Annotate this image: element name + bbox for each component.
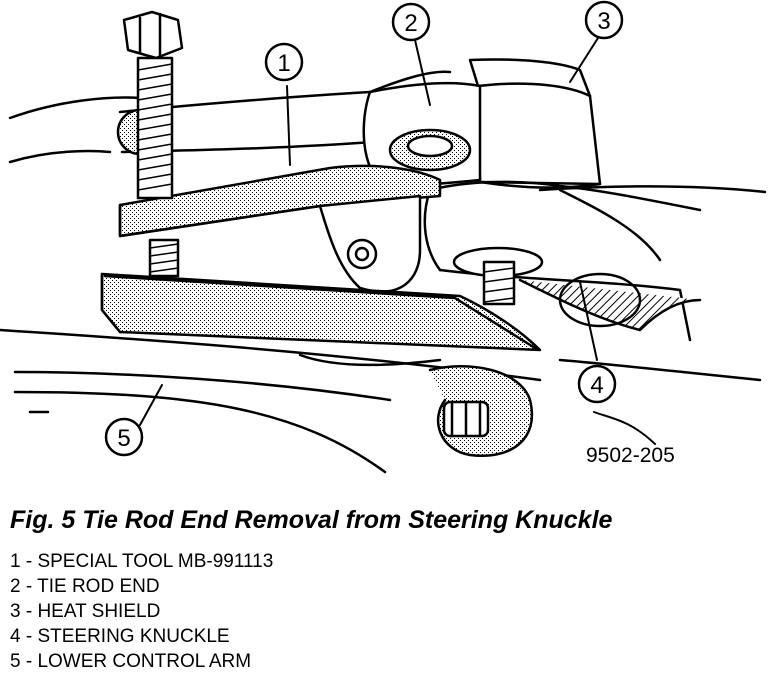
lower-control-arm bbox=[298, 353, 534, 457]
parts-legend: 1 - SPECIAL TOOL MB-991113 2 - TIE ROD E… bbox=[10, 549, 273, 674]
callout-2: 2 bbox=[391, 2, 431, 42]
special-tool bbox=[100, 164, 542, 352]
callout-2-label: 2 bbox=[404, 10, 417, 37]
tie-rod-stud bbox=[452, 246, 544, 306]
callout-leaders bbox=[139, 37, 656, 445]
callout-5-label: 5 bbox=[117, 425, 130, 452]
tie-rod-end bbox=[362, 81, 482, 188]
heat-shield bbox=[468, 58, 602, 189]
vehicle-frame-lines bbox=[0, 96, 767, 474]
callout-5: 5 bbox=[104, 417, 144, 457]
legend-item: 4 - STEERING KNUCKLE bbox=[10, 626, 230, 647]
callout-3-label: 3 bbox=[597, 8, 610, 35]
legend-item: 5 - LOWER CONTROL ARM bbox=[10, 651, 252, 672]
callout-1-label: 1 bbox=[277, 50, 290, 77]
callout-4: 4 bbox=[577, 364, 617, 404]
callout-1: 1 bbox=[264, 42, 304, 82]
callout-3: 3 bbox=[584, 0, 624, 40]
callout-4-label: 4 bbox=[590, 372, 603, 399]
tie-rod-removal-illustration: 1 2 3 4 5 9502-205 bbox=[0, 0, 767, 474]
legend-item: 1 - SPECIAL TOOL MB-991113 bbox=[10, 551, 274, 572]
drawing-code: 9502-205 bbox=[586, 444, 675, 467]
legend-item: 2 - TIE ROD END bbox=[10, 576, 160, 597]
forcing-screw bbox=[122, 10, 184, 278]
figure-caption: Fig. 5 Tie Rod End Removal from Steering… bbox=[10, 506, 613, 534]
legend-item: 3 - HEAT SHIELD bbox=[10, 601, 161, 622]
